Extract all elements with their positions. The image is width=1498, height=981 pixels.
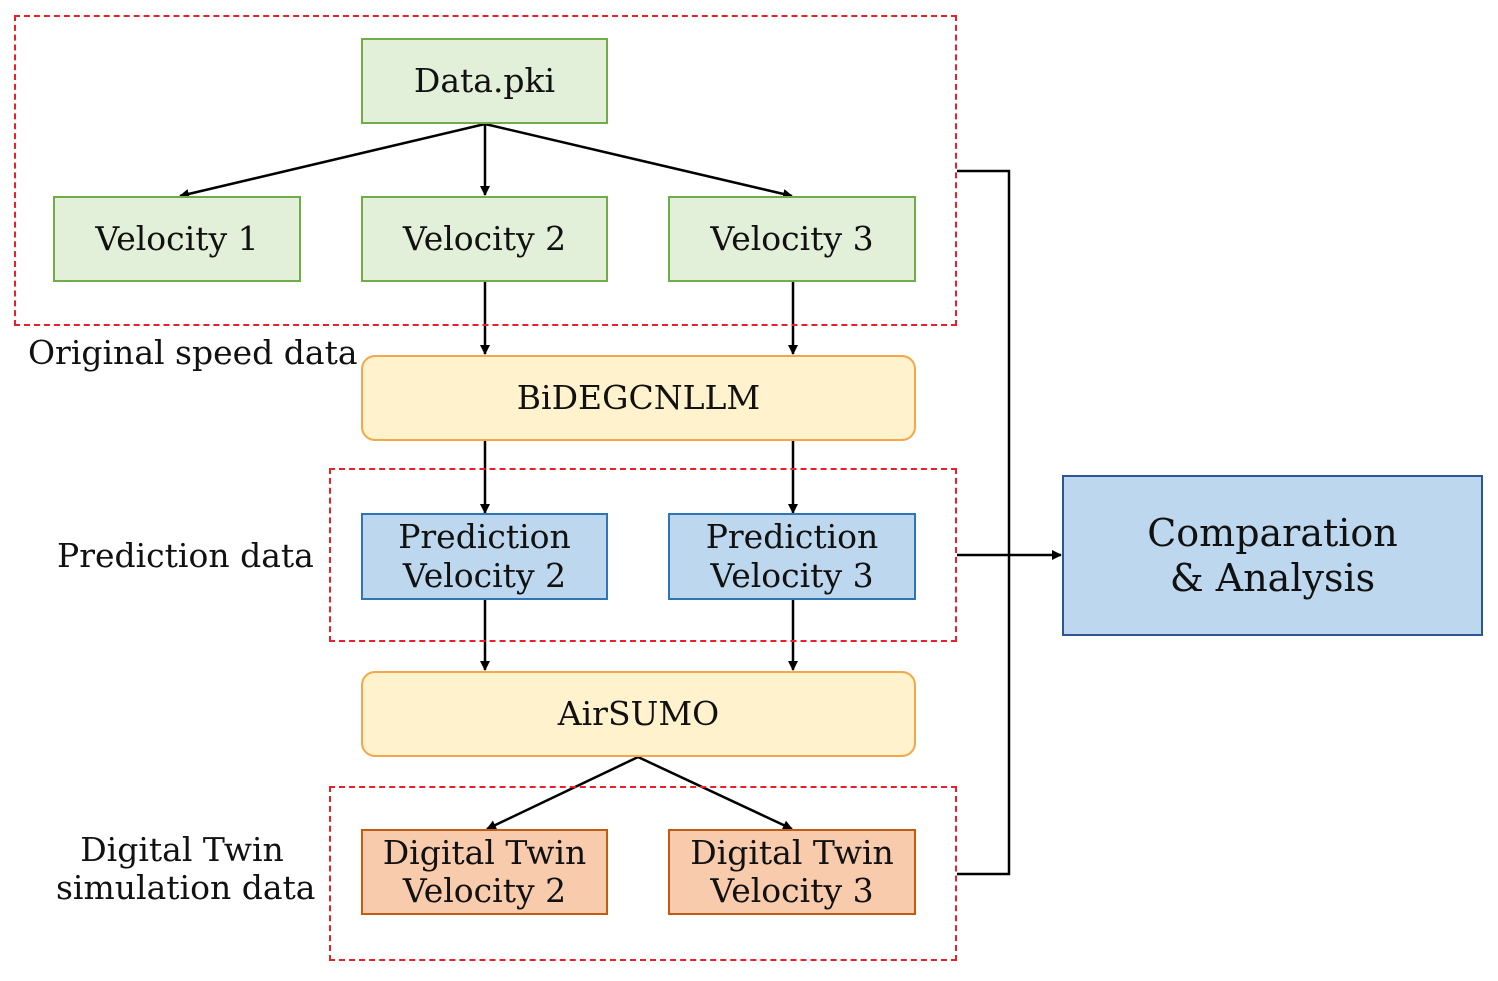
twin-v3-line-1: Digital Twin — [690, 832, 894, 872]
velocity-3-node: Velocity 3 — [668, 196, 916, 282]
original-speed-data-group — [14, 15, 957, 326]
arrow-airsumo-to-twin-2 — [486, 755, 639, 831]
comparison-line-2: & Analysis — [1169, 555, 1376, 600]
arrow-data-to-velocity-1 — [179, 122, 486, 199]
comparison-analysis-node: Comparation& Analysis — [1062, 475, 1483, 636]
original-speed-data-label: Original speed data — [28, 333, 358, 372]
twin-v3-line-2: Velocity 3 — [710, 871, 874, 910]
prediction-data-group — [329, 468, 957, 642]
prediction-v2-line-2: Velocity 2 — [402, 555, 567, 595]
twin-label-line-1: Digital Twin — [80, 830, 284, 869]
digital-twin-simulation-label: Digital Twin simulation data — [56, 830, 316, 908]
arrow-airsumo-to-twin-3 — [637, 755, 793, 831]
prediction-data-label: Prediction data — [57, 536, 314, 575]
data-pki-node: Data.pki — [361, 38, 608, 124]
prediction-v2-line-1: Prediction — [398, 517, 571, 557]
airsumo-node: AirSUMO — [361, 671, 916, 757]
twin-v2-line-2: Velocity 2 — [402, 871, 567, 910]
connector-original-to-comparison — [957, 169, 1011, 876]
arrow-data-to-velocity-3 — [484, 122, 793, 199]
prediction-v3-line-1: Prediction — [705, 517, 879, 557]
prediction-v3-line-2: Velocity 3 — [710, 555, 874, 595]
velocity-1-node: Velocity 1 — [53, 196, 301, 282]
twin-v2-line-1: Digital Twin — [382, 832, 587, 872]
digital-twin-group — [329, 786, 957, 961]
bidegcnllm-node: BiDEGCNLLM — [361, 355, 916, 441]
twin-label-line-2: simulation data — [56, 868, 316, 908]
comparison-line-1: Comparation — [1147, 511, 1398, 556]
velocity-2-node: Velocity 2 — [361, 196, 608, 282]
